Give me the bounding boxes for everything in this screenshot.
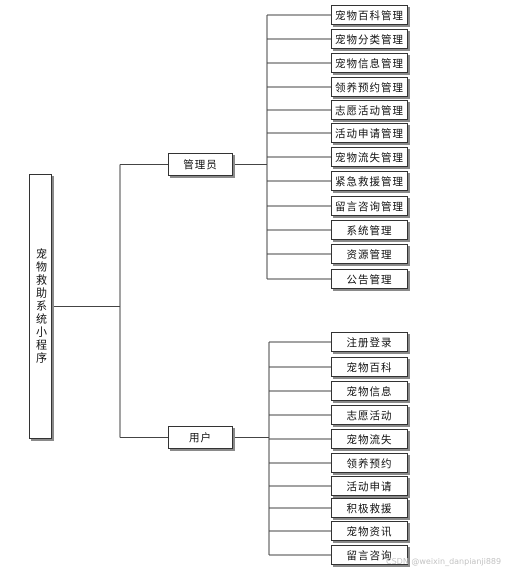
leaf-label: 志愿活动管理 (335, 104, 404, 117)
leaf-node: 紧急救援管理 (331, 171, 408, 191)
leaf-node: 宠物资讯 (331, 521, 408, 541)
leaf-node: 领养预约管理 (331, 77, 408, 97)
leaf-label: 宠物资讯 (346, 525, 393, 538)
leaf-node: 领养预约 (331, 453, 408, 473)
leaf-label: 活动申请 (346, 480, 393, 493)
leaf-node: 宠物信息 (331, 381, 408, 401)
leaf-label: 宠物信息管理 (335, 57, 404, 70)
leaf-node: 志愿活动 (331, 405, 408, 425)
leaf-label: 宠物百科 (346, 361, 393, 374)
leaf-node: 宠物信息管理 (331, 53, 408, 73)
leaf-label: 活动申请管理 (335, 127, 404, 140)
watermark: CSDN @weixin_danpianji889 (386, 557, 502, 566)
leaf-label: 留言咨询 (346, 549, 393, 562)
leaf-node: 志愿活动管理 (331, 100, 408, 120)
leaf-label: 领养预约 (346, 457, 393, 470)
leaf-label: 宠物分类管理 (335, 33, 404, 46)
leaf-node: 公告管理 (331, 269, 408, 289)
root-node: 宠物救助系统小程序 (29, 174, 52, 439)
leaf-label: 宠物百科管理 (335, 9, 404, 22)
leaf-label: 积极救援 (346, 502, 393, 515)
leaf-label: 公告管理 (346, 273, 393, 286)
group-node-admin: 管理员 (168, 153, 233, 176)
leaf-label: 宠物流失 (346, 433, 393, 446)
leaf-label: 宠物信息 (346, 385, 393, 398)
leaf-label: 注册登录 (346, 336, 393, 349)
group-node-user: 用户 (168, 426, 233, 449)
leaf-node: 积极救援 (331, 498, 408, 518)
leaf-node: 活动申请 (331, 476, 408, 496)
leaf-label: 资源管理 (346, 248, 393, 261)
leaf-label: 系统管理 (346, 224, 393, 237)
leaf-label: 留言咨询管理 (335, 200, 404, 213)
leaf-node: 系统管理 (331, 220, 408, 240)
group-label: 用户 (189, 432, 212, 444)
leaf-label: 志愿活动 (346, 409, 393, 422)
group-label: 管理员 (183, 159, 218, 171)
leaf-node: 注册登录 (331, 332, 408, 352)
leaf-node: 宠物分类管理 (331, 29, 408, 49)
leaf-node: 活动申请管理 (331, 123, 408, 143)
leaf-node: 留言咨询管理 (331, 196, 408, 216)
leaf-node: 宠物流失管理 (331, 147, 408, 167)
leaf-node: 留言咨询 (331, 545, 408, 565)
root-label: 宠物救助系统小程序 (34, 248, 48, 365)
leaf-label: 宠物流失管理 (335, 151, 404, 164)
leaf-node: 资源管理 (331, 244, 408, 264)
leaf-node: 宠物百科 (331, 357, 408, 377)
leaf-node: 宠物百科管理 (331, 5, 408, 25)
leaf-node: 宠物流失 (331, 429, 408, 449)
leaf-label: 紧急救援管理 (335, 175, 404, 188)
leaf-label: 领养预约管理 (335, 81, 404, 94)
